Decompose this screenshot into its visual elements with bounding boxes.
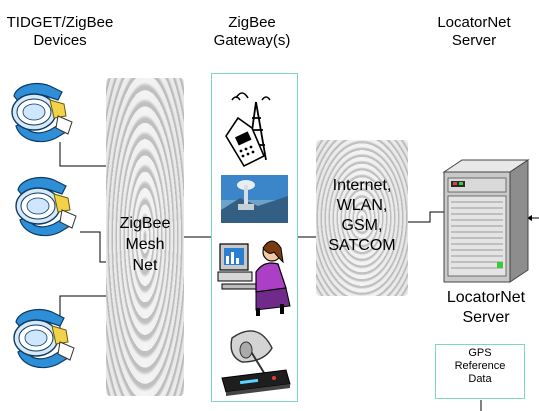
gps-label-line2: Reference (454, 360, 506, 372)
gps-label-line1: GPS (468, 347, 492, 359)
incoming-arrow-head (527, 215, 532, 221)
network-cloud (316, 140, 408, 296)
gateway-header-line2: Gateway(s) (213, 32, 291, 49)
gps-label-line3: Data (468, 373, 492, 385)
network-label-line1: Internet, (332, 177, 392, 194)
server-label-line2: Server (462, 309, 510, 326)
gateway-header: ZigBee Gateway(s) (202, 14, 302, 50)
satellite-dish-receiver-icon (221, 330, 291, 396)
network-label: Internet, WLAN, GSM, SATCOM (318, 176, 406, 256)
mesh-net-cloud (106, 78, 184, 396)
gps-reference-box: GPS Reference Data (435, 344, 525, 399)
mesh-label-line1: ZigBee (119, 215, 171, 232)
mesh-label-line2: Mesh (125, 236, 165, 253)
devices-header-line1: TIDGET/ZigBee (6, 14, 114, 31)
network-label-line3: GSM, (341, 217, 383, 234)
server-header-line2: Server (451, 32, 497, 49)
network-label-line2: WLAN, (336, 197, 388, 214)
server-header-line1: LocatorNet (437, 14, 511, 31)
computer-user-icon (217, 240, 291, 316)
server-label: LocatorNet Server (436, 288, 536, 328)
devices-header: TIDGET/ZigBee Devices (4, 14, 116, 50)
server-header: LocatorNet Server (424, 14, 524, 50)
devices-header-line2: Devices (33, 32, 87, 49)
mesh-label-line3: Net (132, 257, 158, 274)
gateway-header-line1: ZigBee (228, 14, 276, 31)
server-label-line1: LocatorNet (446, 289, 526, 306)
link-network-server (408, 211, 444, 223)
mesh-net-label: ZigBee Mesh Net (108, 213, 182, 276)
cell-tower-phone-icon (225, 92, 271, 168)
satellite-dish-photo-icon (221, 175, 288, 223)
network-label-line4: SATCOM (328, 237, 396, 254)
